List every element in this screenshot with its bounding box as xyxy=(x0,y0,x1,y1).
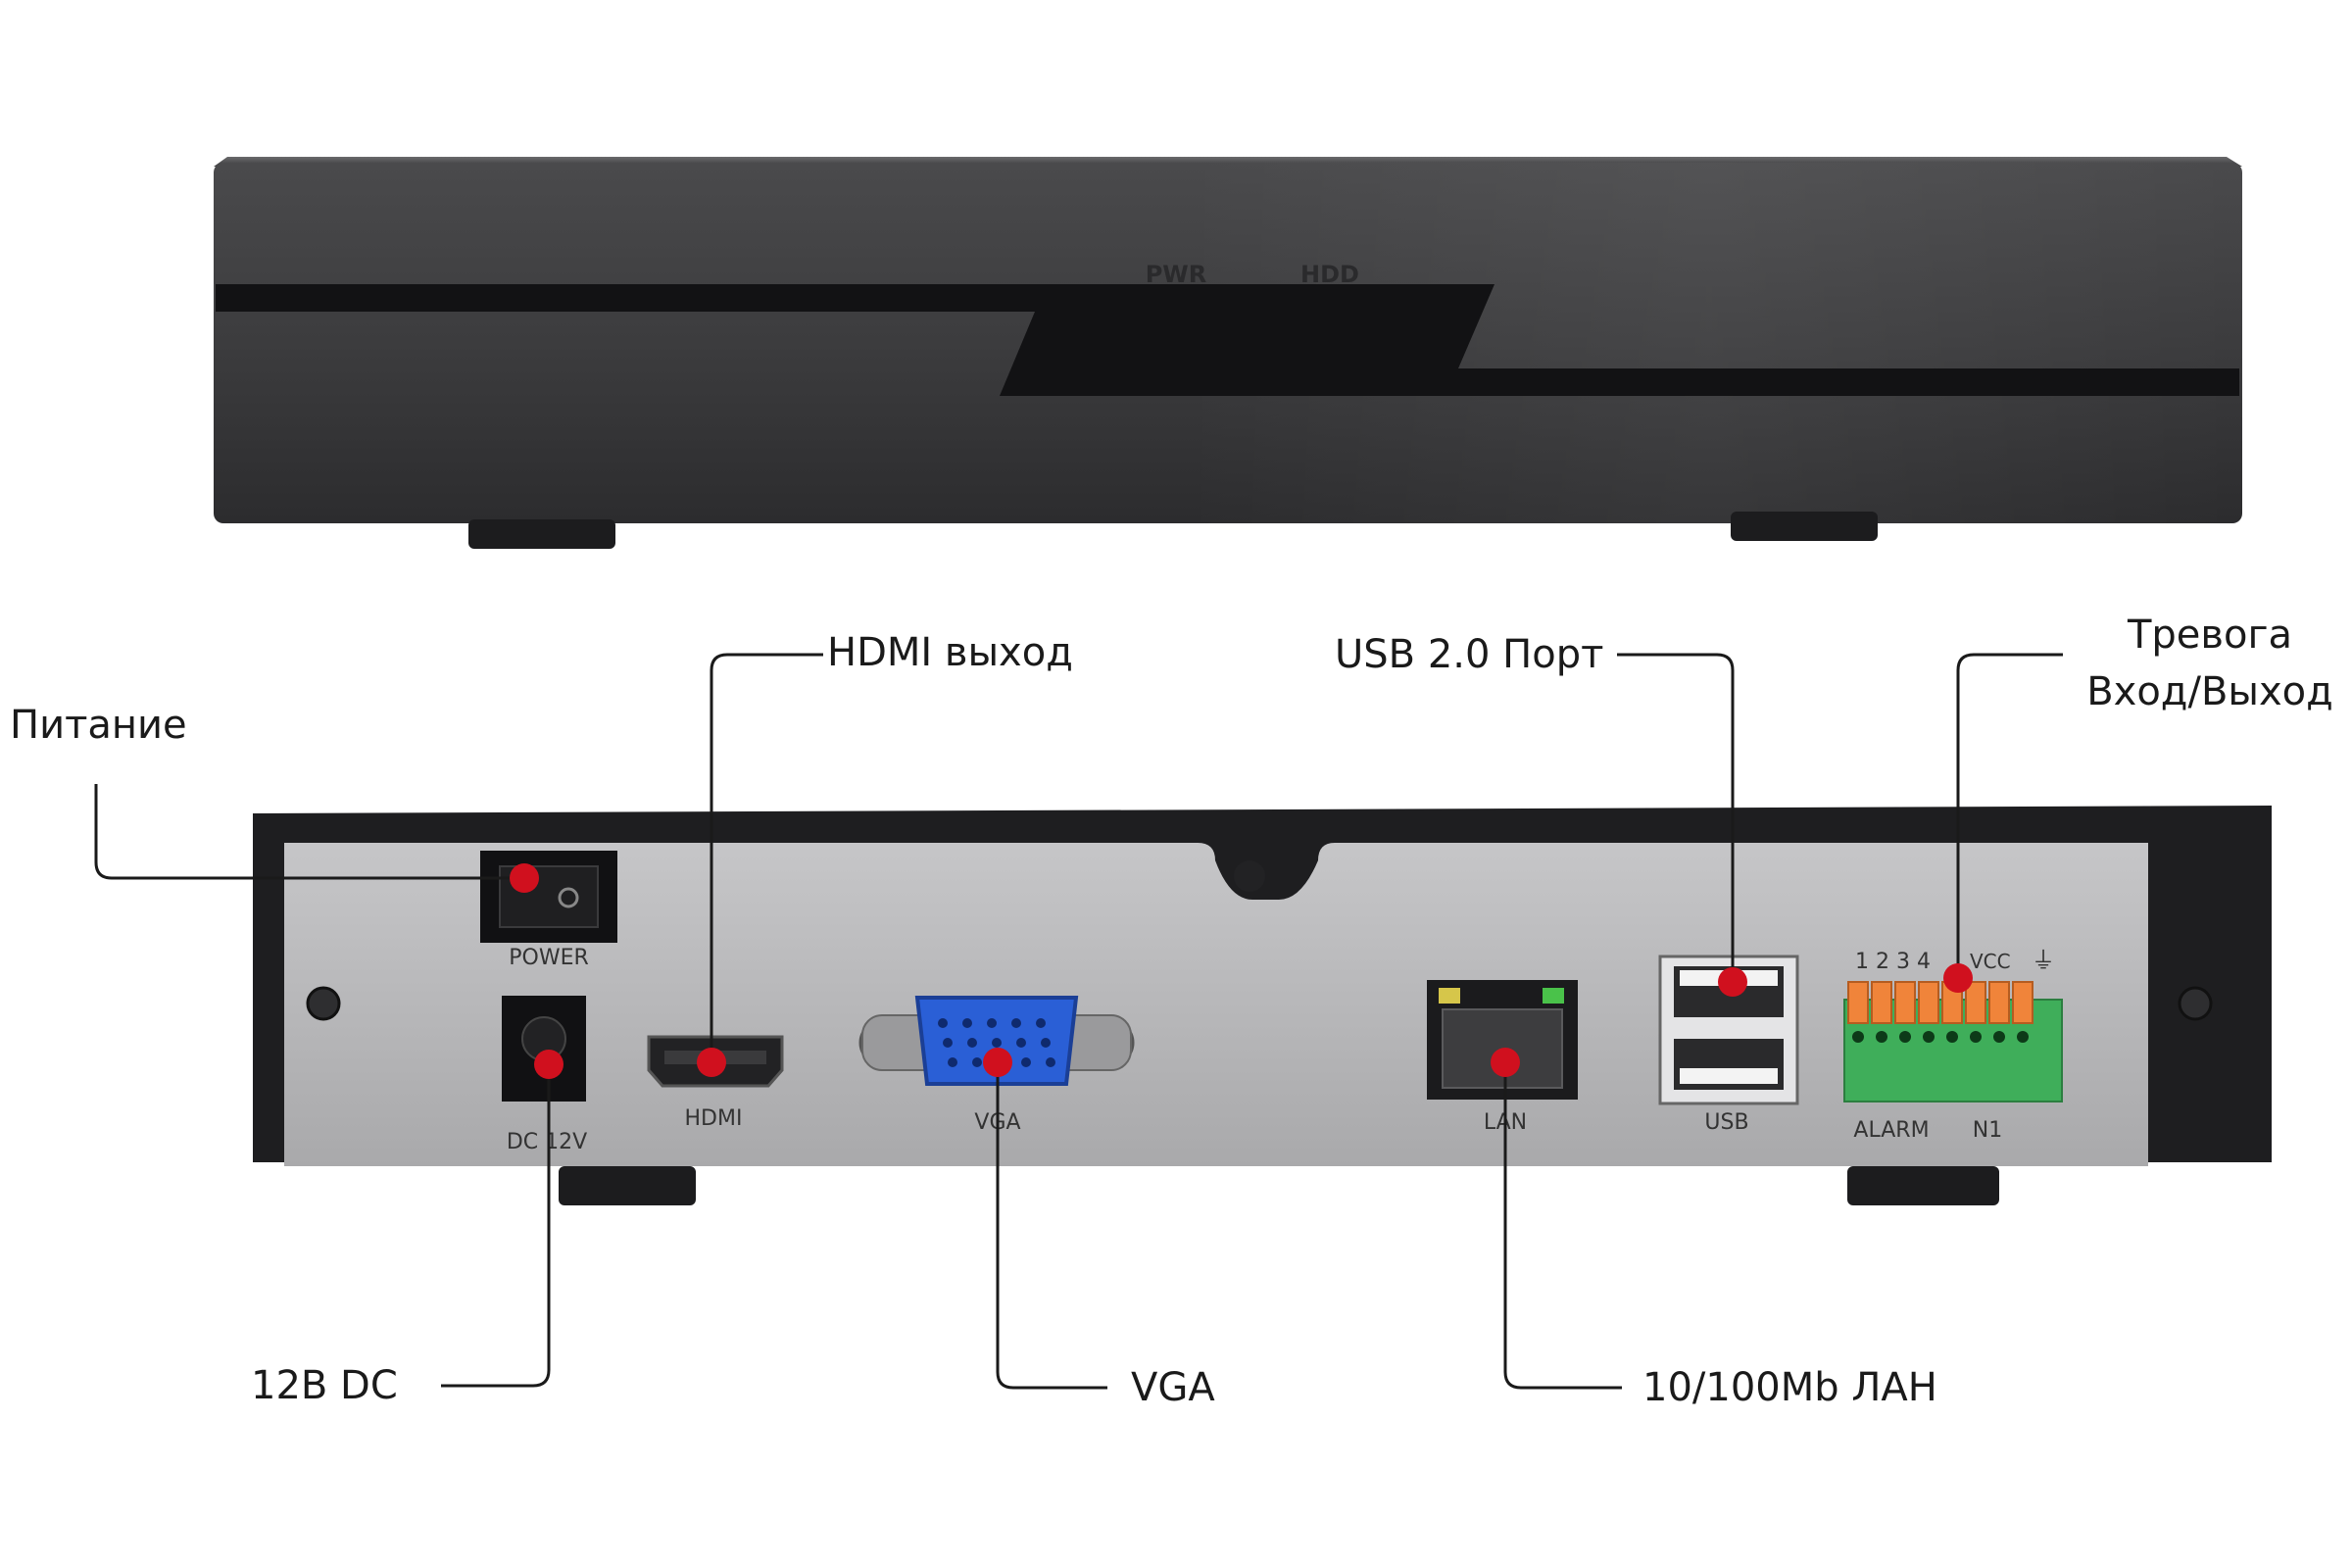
leader-line-alarm xyxy=(1956,653,2063,978)
power-switch-off-mark xyxy=(558,887,579,908)
terminal-ground-label: ⏚ xyxy=(2032,947,2055,974)
callout-usb: USB 2.0 Порт xyxy=(1335,632,1604,677)
leader-line-dc xyxy=(441,1062,551,1388)
alarm-terminal-label: ALARM xyxy=(1853,1118,1929,1143)
marker-lan xyxy=(1491,1048,1520,1077)
marker-alarm xyxy=(1943,963,1973,993)
marker-dc xyxy=(534,1050,564,1079)
terminal-vcc-label: VCC xyxy=(1970,950,2011,973)
top-screw xyxy=(1234,860,1265,892)
alarm-terminal-holes xyxy=(1852,1031,2029,1043)
marker-hdmi xyxy=(697,1048,726,1077)
front-foot-right xyxy=(1731,512,1878,541)
callout-alarm-line2: Вход/Выход xyxy=(2086,669,2333,714)
callout-dc: 12В DC xyxy=(251,1363,398,1408)
hdd-led-label: HDD xyxy=(1300,261,1359,288)
front-foot-left xyxy=(468,519,615,549)
dc-jack-label: DC 12V xyxy=(507,1130,587,1154)
callout-power: Питание xyxy=(10,703,187,748)
callout-hdmi: HDMI выход xyxy=(827,630,1073,675)
power-switch-label: POWER xyxy=(509,946,589,970)
usb-port-bottom-tongue xyxy=(1680,1068,1778,1084)
nvr-rear-view: POWER DC 12V HDMI VGA LAN USB xyxy=(253,806,2272,1205)
marker-vga xyxy=(983,1048,1012,1077)
lan-led-left xyxy=(1439,988,1460,1004)
lan-led-right xyxy=(1543,988,1564,1004)
terminal-numbers-label: 1 2 3 4 xyxy=(1855,950,1931,974)
alarm-in1-label: N1 xyxy=(1973,1118,2002,1143)
callout-lan: 10/100Mb ЛАН xyxy=(1642,1365,1937,1410)
leader-line-lan xyxy=(1503,1062,1622,1390)
port-markers xyxy=(510,863,1973,1079)
callout-alarm-line1: Тревога xyxy=(2127,612,2292,658)
callout-vga: VGA xyxy=(1131,1365,1215,1410)
left-side-screw xyxy=(306,986,341,1021)
marker-usb xyxy=(1718,967,1747,997)
leader-lines xyxy=(94,653,2063,1390)
leader-line-power xyxy=(94,784,524,880)
rear-foot-right xyxy=(1847,1166,1999,1205)
leader-line-hdmi xyxy=(710,653,823,1062)
nvr-front-view: PWR HDD xyxy=(214,157,2242,549)
hdmi-port-label: HDMI xyxy=(685,1106,743,1131)
leader-line-vga xyxy=(996,1062,1107,1390)
front-decor-stripe xyxy=(216,284,2239,396)
leader-line-usb xyxy=(1617,653,1735,982)
rear-foot-left xyxy=(559,1166,696,1205)
marker-power xyxy=(510,863,539,893)
usb-port-label: USB xyxy=(1704,1110,1748,1135)
right-side-screw xyxy=(2178,986,2213,1021)
pwr-led-label: PWR xyxy=(1146,261,1207,288)
